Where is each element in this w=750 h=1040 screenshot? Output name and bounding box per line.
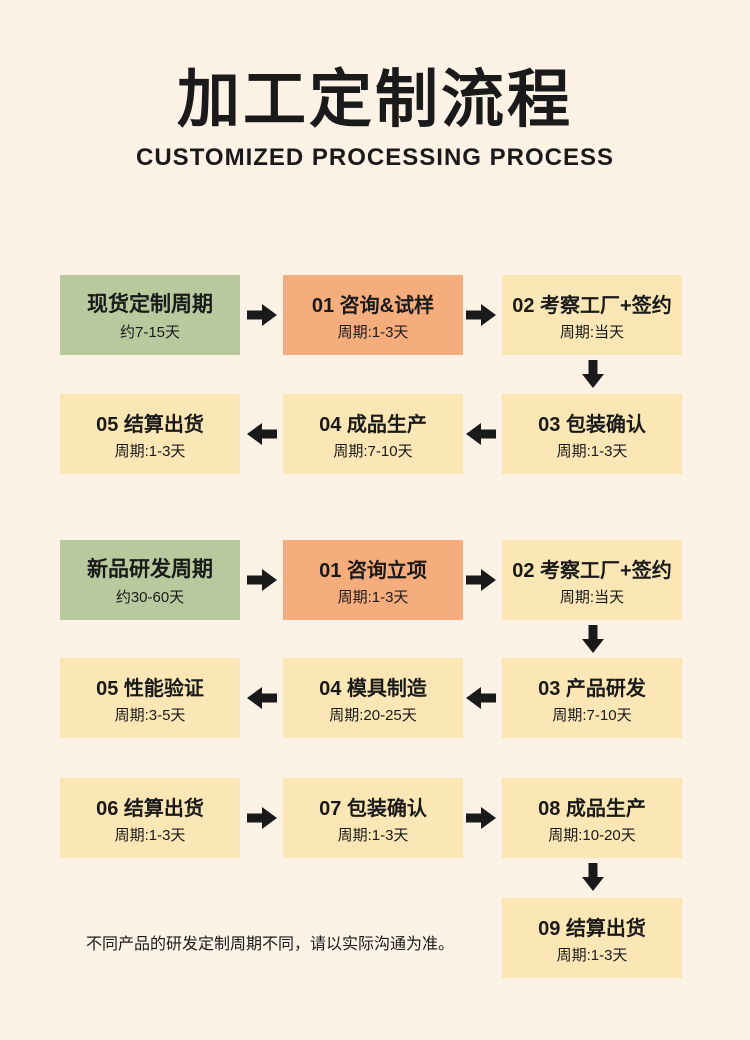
- step-title: 06 结算出货: [96, 797, 204, 820]
- step-title: 03 产品研发: [538, 677, 646, 700]
- flow2-label-box: 新品研发周期 约30-60天: [60, 540, 240, 620]
- step-title: 02 考察工厂+签约: [512, 294, 672, 317]
- step-cycle: 周期:7-10天: [552, 706, 632, 724]
- arrow-right-icon: [247, 569, 277, 591]
- page-subtitle: CUSTOMIZED PROCESSING PROCESS: [136, 144, 614, 171]
- arrow-left-icon: [466, 687, 496, 709]
- flow1-label-cycle: 约7-15天: [119, 324, 181, 341]
- step-cycle: 周期:7-10天: [333, 442, 413, 460]
- arrow-right-icon: [466, 304, 496, 326]
- step-cycle: 周期:1-3天: [556, 442, 628, 460]
- step-cycle: 周期:1-3天: [114, 442, 186, 460]
- page-title: 加工定制流程: [177, 65, 573, 135]
- step-cycle: 周期:当天: [559, 323, 625, 341]
- flow1-step3-box: 03 包装确认 周期:1-3天: [502, 394, 682, 474]
- step-title: 04 成品生产: [319, 413, 427, 436]
- step-title: 05 性能验证: [96, 677, 204, 700]
- flow2-step4-box: 04 模具制造 周期:20-25天: [283, 658, 463, 738]
- arrow-down-icon: [582, 863, 604, 891]
- step-title: 01 咨询&试样: [311, 294, 435, 317]
- flow2-step5-box: 05 性能验证 周期:3-5天: [60, 658, 240, 738]
- step-cycle: 周期:3-5天: [114, 706, 186, 724]
- flow2-step6-box: 06 结算出货 周期:1-3天: [60, 778, 240, 858]
- flow2-step8-box: 08 成品生产 周期:10-20天: [502, 778, 682, 858]
- arrow-right-icon: [466, 807, 496, 829]
- step-cycle: 周期:1-3天: [556, 946, 628, 964]
- step-title: 07 包装确认: [319, 797, 427, 820]
- arrow-left-icon: [247, 687, 277, 709]
- flow2-step3-box: 03 产品研发 周期:7-10天: [502, 658, 682, 738]
- step-title: 08 成品生产: [538, 797, 646, 820]
- arrow-left-icon: [247, 423, 277, 445]
- step-title: 02 考察工厂+签约: [512, 559, 672, 582]
- step-title: 09 结算出货: [538, 917, 646, 940]
- flow2-label-title: 新品研发周期: [87, 558, 213, 581]
- step-title: 03 包装确认: [538, 413, 646, 436]
- footer-note: 不同产品的研发定制周期不同，请以实际沟通为准。: [85, 936, 454, 953]
- flow2-step2-box: 02 考察工厂+签约 周期:当天: [502, 540, 682, 620]
- flow1-label-box: 现货定制周期 约7-15天: [60, 275, 240, 355]
- flow2-step7-box: 07 包装确认 周期:1-3天: [283, 778, 463, 858]
- flow2-step1-box: 01 咨询立项 周期:1-3天: [283, 540, 463, 620]
- step-cycle: 周期:10-20天: [548, 826, 636, 844]
- step-title: 01 咨询立项: [319, 559, 427, 582]
- header: 加工定制流程 CUSTOMIZED PROCESSING PROCESS: [0, 0, 750, 172]
- step-title: 04 模具制造: [319, 677, 427, 700]
- step-cycle: 周期:20-25天: [329, 706, 417, 724]
- arrow-right-icon: [466, 569, 496, 591]
- step-cycle: 周期:当天: [559, 588, 625, 606]
- arrow-left-icon: [466, 423, 496, 445]
- arrow-down-icon: [582, 360, 604, 388]
- flow1-step1-box: 01 咨询&试样 周期:1-3天: [283, 275, 463, 355]
- flow1-step4-box: 04 成品生产 周期:7-10天: [283, 394, 463, 474]
- flow2-step9-box: 09 结算出货 周期:1-3天: [502, 898, 682, 978]
- flow1-label-title: 现货定制周期: [87, 293, 213, 316]
- flow1-step2-box: 02 考察工厂+签约 周期:当天: [502, 275, 682, 355]
- step-cycle: 周期:1-3天: [337, 323, 409, 341]
- step-cycle: 周期:1-3天: [337, 588, 409, 606]
- flow2-label-cycle: 约30-60天: [115, 589, 185, 606]
- arrow-right-icon: [247, 304, 277, 326]
- step-cycle: 周期:1-3天: [337, 826, 409, 844]
- step-title: 05 结算出货: [96, 413, 204, 436]
- arrow-down-icon: [582, 625, 604, 653]
- flow1-step5-box: 05 结算出货 周期:1-3天: [60, 394, 240, 474]
- step-cycle: 周期:1-3天: [114, 826, 186, 844]
- arrow-right-icon: [247, 807, 277, 829]
